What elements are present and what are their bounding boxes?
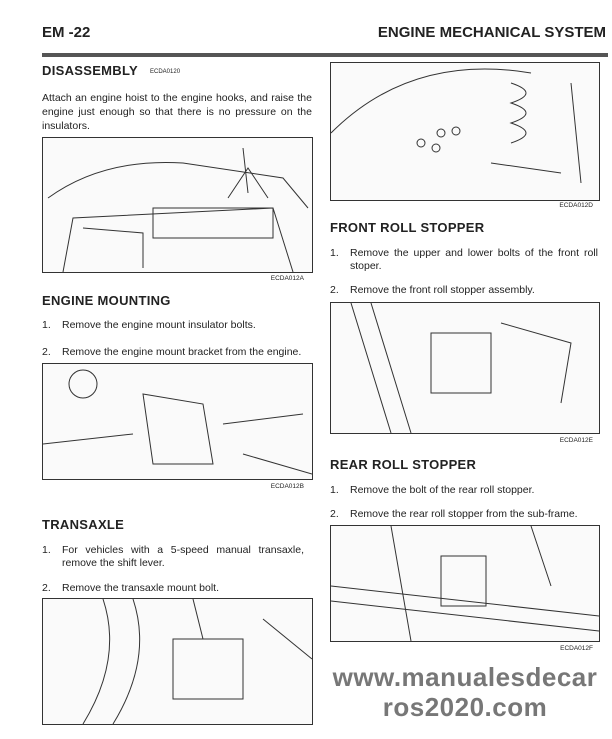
- figure-rear-roll-stopper: [330, 525, 600, 642]
- page-number: EM -22: [42, 24, 91, 41]
- item-number: 1.: [42, 544, 51, 556]
- list-item: 2. Remove the rear roll stopper from the …: [330, 508, 598, 521]
- disassembly-text: Attach an engine hoist to the engine hoo…: [42, 92, 312, 132]
- list-item: 1. For vehicles with a 5-speed manual tra…: [42, 544, 304, 570]
- section-code: ECDA0120: [150, 68, 181, 75]
- figure-engine-mount: [42, 363, 313, 480]
- figure-caption: ECDA012E: [559, 437, 593, 444]
- heading-text: DISASSEMBLY: [42, 63, 139, 78]
- item-number: 2.: [42, 346, 51, 358]
- list-item: 1. Remove the engine mount insulator bolt…: [42, 319, 312, 332]
- watermark: www.manualesdecarros2020.com: [332, 662, 598, 722]
- item-text: Remove the engine mount bracket from the…: [62, 346, 302, 358]
- figure-caption: ECDA012D: [559, 202, 593, 209]
- item-text: For vehicles with a 5-speed manual trans…: [62, 544, 304, 569]
- figure-caption: ECDA012F: [560, 645, 593, 652]
- list-item: 1. Remove the upper and lower bolts of th…: [330, 247, 598, 273]
- item-text: Remove the rear roll stopper from the su…: [350, 508, 578, 520]
- figure-strut: [330, 62, 600, 201]
- transaxle-heading: TRANSAXLE: [42, 517, 125, 532]
- list-item: 1. Remove the bolt of the rear roll stopp…: [330, 484, 598, 497]
- list-item: 2. Remove the engine mount bracket from t…: [42, 346, 312, 359]
- item-number: 2.: [330, 508, 339, 520]
- item-number: 1.: [330, 484, 339, 496]
- item-text: Remove the front roll stopper assembly.: [350, 284, 535, 296]
- section-title: ENGINE MECHANICAL SYSTEM: [377, 24, 606, 41]
- figure-caption: ECDA012B: [270, 483, 304, 490]
- figure-engine-hoist: [42, 137, 313, 273]
- item-text: Remove the engine mount insulator bolts.: [62, 319, 256, 331]
- figure-transaxle-mount: [42, 598, 313, 725]
- engine-mounting-heading: ENGINE MOUNTING: [42, 293, 171, 308]
- figure-caption: ECDA012A: [270, 275, 304, 282]
- list-item: 2. Remove the front roll stopper assembly…: [330, 284, 598, 297]
- item-text: Remove the bolt of the rear roll stopper…: [350, 484, 535, 496]
- list-item: 2. Remove the transaxle mount bolt.: [42, 582, 312, 595]
- item-number: 2.: [42, 582, 51, 594]
- item-number: 2.: [330, 284, 339, 296]
- item-text: Remove the upper and lower bolts of the …: [350, 247, 598, 272]
- front-roll-heading: FRONT ROLL STOPPER: [330, 220, 485, 235]
- disassembly-heading: DISASSEMBLY ECDA0120: [42, 63, 180, 78]
- figure-front-roll-stopper: [330, 302, 600, 434]
- item-number: 1.: [330, 247, 339, 259]
- rear-roll-heading: REAR ROLL STOPPER: [330, 457, 477, 472]
- header-rule: [42, 53, 608, 57]
- item-text: Remove the transaxle mount bolt.: [62, 582, 219, 594]
- item-number: 1.: [42, 319, 51, 331]
